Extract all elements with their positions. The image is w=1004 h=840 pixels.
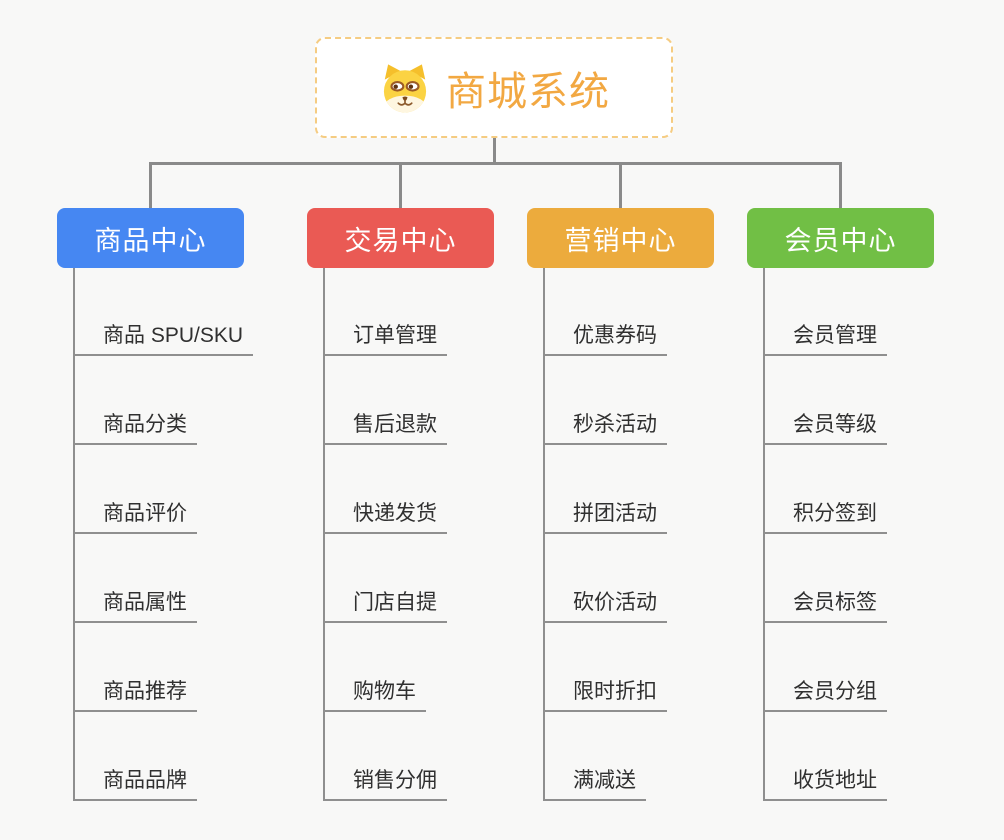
sub-node[interactable]: 购物车 (323, 668, 426, 712)
branch-node[interactable]: 交易中心 (307, 208, 494, 268)
connector-drop (399, 162, 402, 209)
sub-node[interactable]: 砍价活动 (543, 579, 667, 623)
sub-node[interactable]: 积分签到 (763, 490, 887, 534)
sub-node[interactable]: 销售分佣 (323, 757, 447, 801)
branch-node[interactable]: 会员中心 (747, 208, 934, 268)
connector-root-stub (493, 138, 496, 164)
sub-node[interactable]: 秒杀活动 (543, 401, 667, 445)
branch-node[interactable]: 营销中心 (527, 208, 714, 268)
sub-node[interactable]: 会员管理 (763, 312, 887, 356)
sub-node[interactable]: 商品属性 (73, 579, 197, 623)
sub-node[interactable]: 快递发货 (323, 490, 447, 534)
connector-line (543, 268, 545, 801)
sub-node[interactable]: 商品品牌 (73, 757, 197, 801)
branch-children: 会员管理 会员等级 积分签到 会员标签 会员分组 收货地址 (763, 268, 993, 808)
sub-node[interactable]: 商品分类 (73, 401, 197, 445)
sub-node[interactable]: 商品 SPU/SKU (73, 312, 254, 356)
sub-node[interactable]: 商品推荐 (73, 668, 197, 712)
branch-children: 商品 SPU/SKU 商品分类 商品评价 商品属性 商品推荐 商品品牌 (73, 268, 303, 808)
sub-node[interactable]: 限时折扣 (543, 668, 667, 712)
sub-node[interactable]: 商品评价 (73, 490, 197, 534)
connector-drop (619, 162, 622, 209)
connector-line (323, 268, 325, 801)
branch-children: 优惠券码 秒杀活动 拼团活动 砍价活动 限时折扣 满减送 (543, 268, 773, 808)
branch-children: 订单管理 售后退款 快递发货 门店自提 购物车 销售分佣 (323, 268, 553, 808)
connector-line (763, 268, 765, 801)
sub-node[interactable]: 会员标签 (763, 579, 887, 623)
connector-drop (149, 162, 152, 209)
sub-node[interactable]: 会员分组 (763, 668, 887, 712)
sub-node[interactable]: 收货地址 (763, 757, 887, 801)
sub-node[interactable]: 会员等级 (763, 401, 887, 445)
sub-node[interactable]: 满减送 (543, 757, 646, 801)
root-node[interactable]: 商城系统 (315, 37, 673, 138)
sub-node[interactable]: 门店自提 (323, 579, 447, 623)
connector-drop (839, 162, 842, 209)
branch-node[interactable]: 商品中心 (57, 208, 244, 268)
sub-node[interactable]: 售后退款 (323, 401, 447, 445)
dog-face-icon (378, 61, 432, 115)
sub-node[interactable]: 订单管理 (323, 312, 447, 356)
sub-node[interactable]: 拼团活动 (543, 490, 667, 534)
connector-horizontal (149, 162, 842, 165)
sub-node[interactable]: 优惠券码 (543, 312, 667, 356)
connector-line (73, 268, 75, 801)
root-title: 商城系统 (446, 69, 610, 114)
